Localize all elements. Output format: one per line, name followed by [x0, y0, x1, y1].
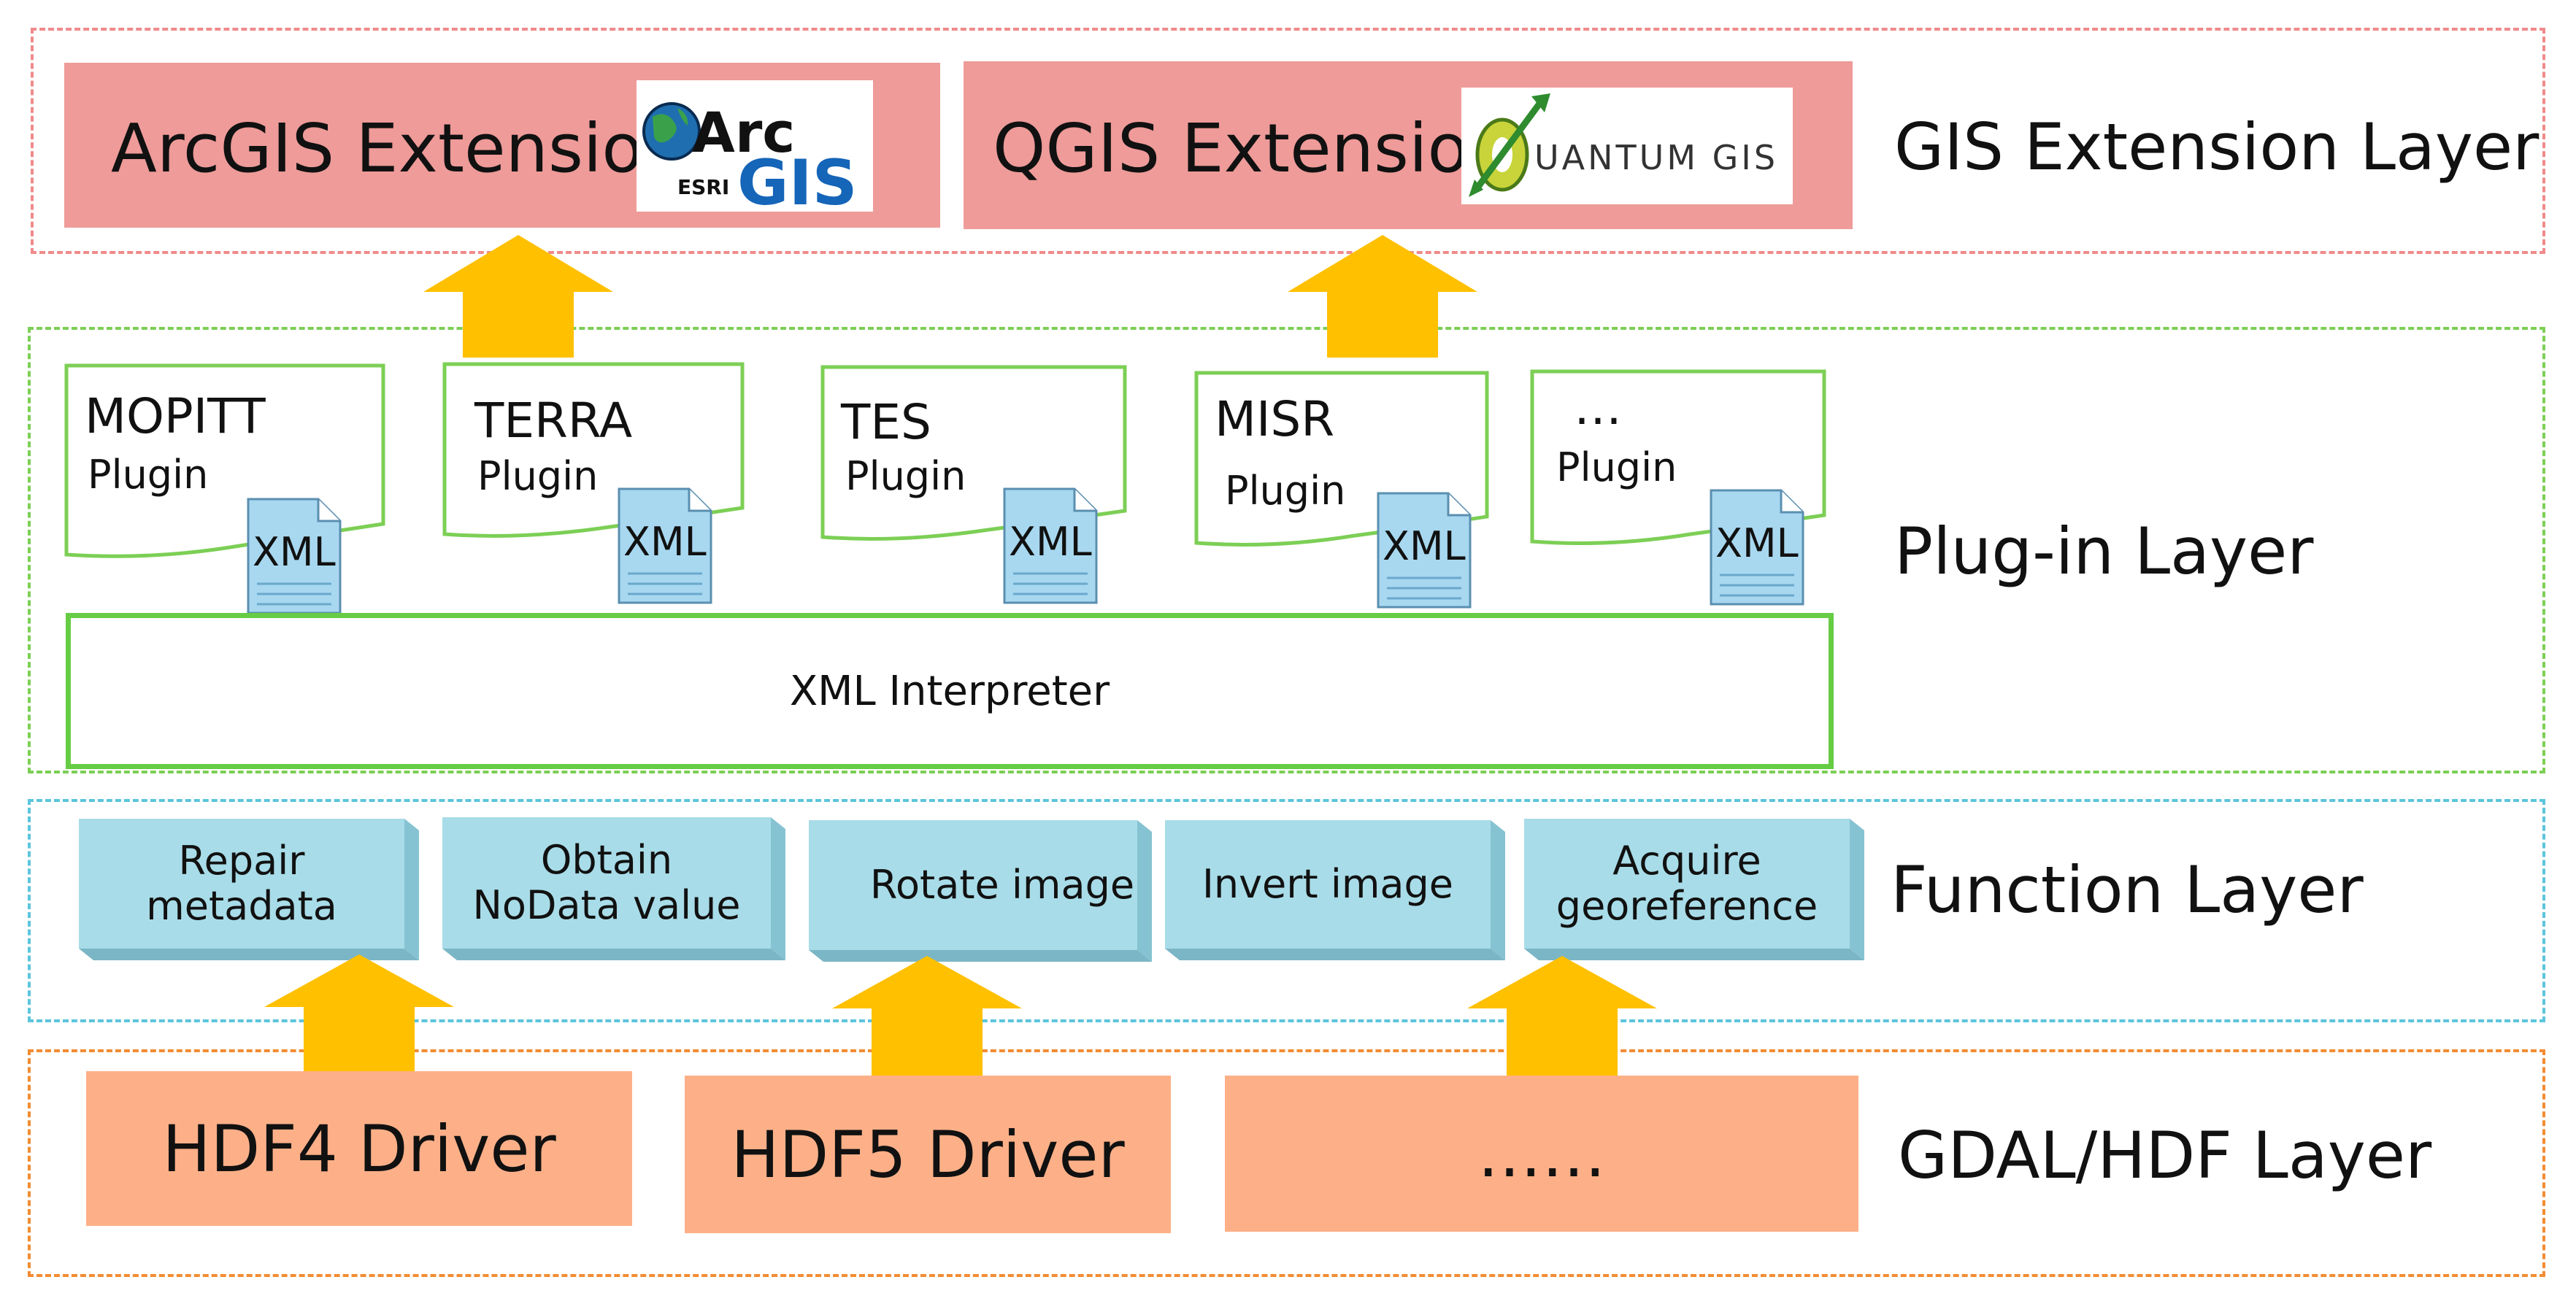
driver-hdf5: HDF5 Driver — [685, 1076, 1171, 1233]
arrow-up-arcgis — [423, 235, 613, 358]
function-label: Acquire georeference — [1524, 819, 1850, 949]
arcgis-logo: Arc ESRI GIS — [637, 80, 873, 220]
plugin-more: … Plugin XML — [1530, 369, 1826, 617]
plugin-label: Plugin — [1225, 468, 1346, 514]
gis-layer-label: GIS Extension Layer — [1894, 109, 2540, 185]
plugin-layer-label: Plug-in Layer — [1894, 514, 2314, 589]
plugin-name: TES — [841, 394, 931, 450]
xml-interpreter: XML Interpreter — [66, 613, 1834, 769]
function-invert-image: Invert image — [1165, 820, 1505, 960]
arrow-up-qgis — [1288, 235, 1477, 358]
plugin-name: MOPITT — [85, 388, 266, 444]
plugin-label: Plugin — [1556, 444, 1677, 490]
arrow-up-hdf4 — [264, 954, 454, 1071]
svg-text:Arc: Arc — [692, 100, 795, 165]
function-layer-label: Function Layer — [1891, 852, 2364, 927]
function-obtain-nodata: Obtain NoData value — [442, 817, 785, 960]
xml-label: XML — [1009, 519, 1092, 565]
qgis-extension-label: QGIS Extension — [993, 109, 1512, 188]
plugin-misr: MISR Plugin XML — [1194, 371, 1489, 619]
qgis-extension-box: QGIS Extension UANTUM GIS — [964, 61, 1853, 229]
function-layer — [28, 799, 2545, 1022]
function-acquire-georeference: Acquire georeference — [1524, 819, 1864, 960]
xml-file-icon: XML — [1003, 487, 1098, 604]
function-label: Obtain NoData value — [442, 817, 771, 949]
arrow-up-hdf5 — [832, 956, 1022, 1076]
function-label: Invert image — [1165, 820, 1491, 949]
plugin-name: MISR — [1215, 391, 1335, 447]
plugin-tes: TES Plugin XML — [820, 365, 1127, 613]
gdal-hdf-layer — [28, 1049, 2545, 1277]
xml-file-icon: XML — [618, 487, 712, 604]
xml-label: XML — [253, 529, 336, 575]
driver-hdf4: HDF4 Driver — [86, 1071, 632, 1226]
svg-text:GIS: GIS — [737, 147, 858, 212]
xml-label: XML — [1383, 523, 1466, 569]
xml-file-icon: XML — [247, 498, 342, 614]
plugin-label: Plugin — [477, 453, 599, 499]
xml-file-icon: XML — [1377, 492, 1472, 609]
quantum-gis-logo: UANTUM GIS — [1461, 88, 1793, 204]
xml-label: XML — [1715, 520, 1799, 566]
svg-text:UANTUM GIS: UANTUM GIS — [1534, 138, 1778, 177]
plugin-name: TERRA — [474, 393, 633, 449]
arrow-up-more — [1467, 956, 1657, 1076]
function-repair-metadata: Repair metadata — [79, 819, 419, 960]
driver-more: …… — [1225, 1076, 1858, 1232]
function-label: Repair metadata — [79, 819, 404, 949]
gdal-layer-label: GDAL/HDF Layer — [1898, 1118, 2432, 1193]
plugin-name: … — [1574, 379, 1622, 436]
gis-extension-layer — [31, 28, 2545, 254]
arcgis-extension-label: ArcGIS Extension — [111, 109, 686, 188]
svg-text:ESRI: ESRI — [677, 175, 729, 199]
xml-label: XML — [623, 519, 707, 565]
plugin-label: Plugin — [88, 452, 209, 498]
plugin-terra: TERRA Plugin XML — [442, 362, 745, 610]
arcgis-extension-box: ArcGIS Extension Arc ESRI GIS — [64, 63, 940, 228]
plugin-mopitt: MOPITT Plugin XML — [64, 363, 385, 614]
function-label: Rotate image — [809, 820, 1137, 950]
function-rotate-image: Rotate image — [809, 820, 1152, 962]
plugin-layer — [28, 327, 2545, 773]
xml-file-icon: XML — [1710, 489, 1804, 606]
plugin-label: Plugin — [845, 453, 966, 499]
